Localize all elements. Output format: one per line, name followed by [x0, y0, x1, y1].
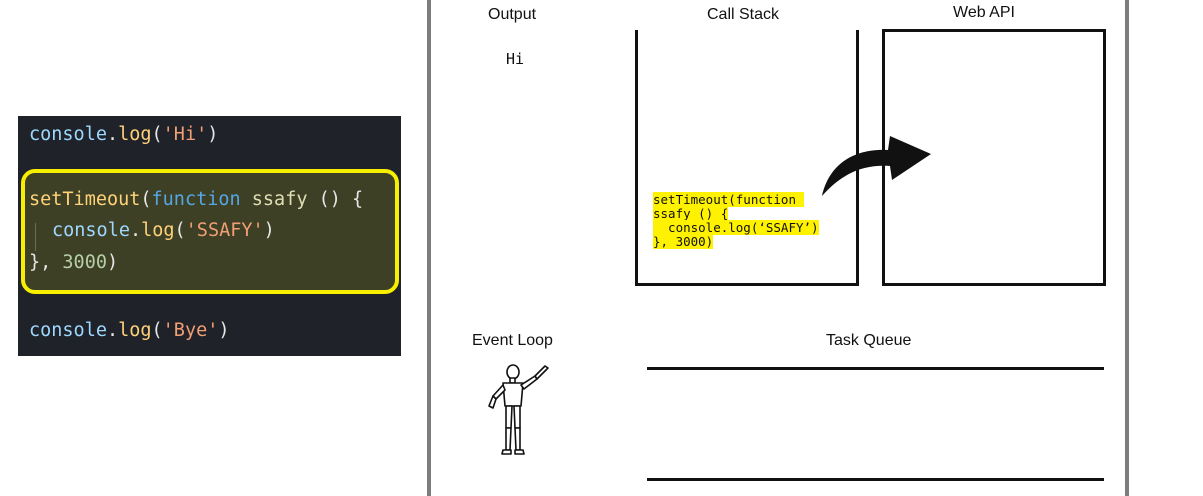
task-queue-label: Task Queue — [826, 332, 912, 349]
code-panel: console.log('Hi') setTimeout(function ss… — [18, 116, 401, 356]
frame-left-border — [427, 0, 431, 496]
curved-arrow-icon — [822, 136, 931, 196]
code-line-console-log-hi: console.log('Hi') — [29, 124, 219, 145]
frame-right-border — [1125, 0, 1129, 496]
indent-guide — [35, 223, 36, 251]
call-stack-label: Call Stack — [707, 6, 780, 23]
web-api-label: Web API — [953, 4, 1015, 21]
stack-frame-line: ssafy () { — [653, 206, 729, 221]
code-line-console-log-bye: console.log('Bye') — [29, 320, 230, 341]
code-line-settimeout: setTimeout(function ssafy () { — [29, 189, 364, 210]
task-queue-top-line — [647, 367, 1104, 370]
stack-frame-line: console.log(‘SSAFY’) — [653, 220, 819, 235]
stack-frame-line: setTimeout(function — [653, 192, 804, 207]
output-value: Hi — [506, 50, 525, 68]
output-label: Output — [488, 6, 537, 23]
task-queue-bottom-line — [647, 478, 1104, 481]
event-loop-label: Event Loop — [472, 332, 553, 349]
code-line-console-log-ssafy: console.log('SSAFY') — [52, 220, 275, 241]
stack-frame-settimeout: setTimeout(function ssafy () { console.l… — [653, 192, 819, 249]
highlighted-code-box — [21, 169, 399, 294]
code-line-closing: }, 3000) — [29, 252, 119, 273]
stack-frame-line: }, 3000) — [653, 234, 714, 249]
mannequin-figure-icon — [488, 364, 549, 455]
